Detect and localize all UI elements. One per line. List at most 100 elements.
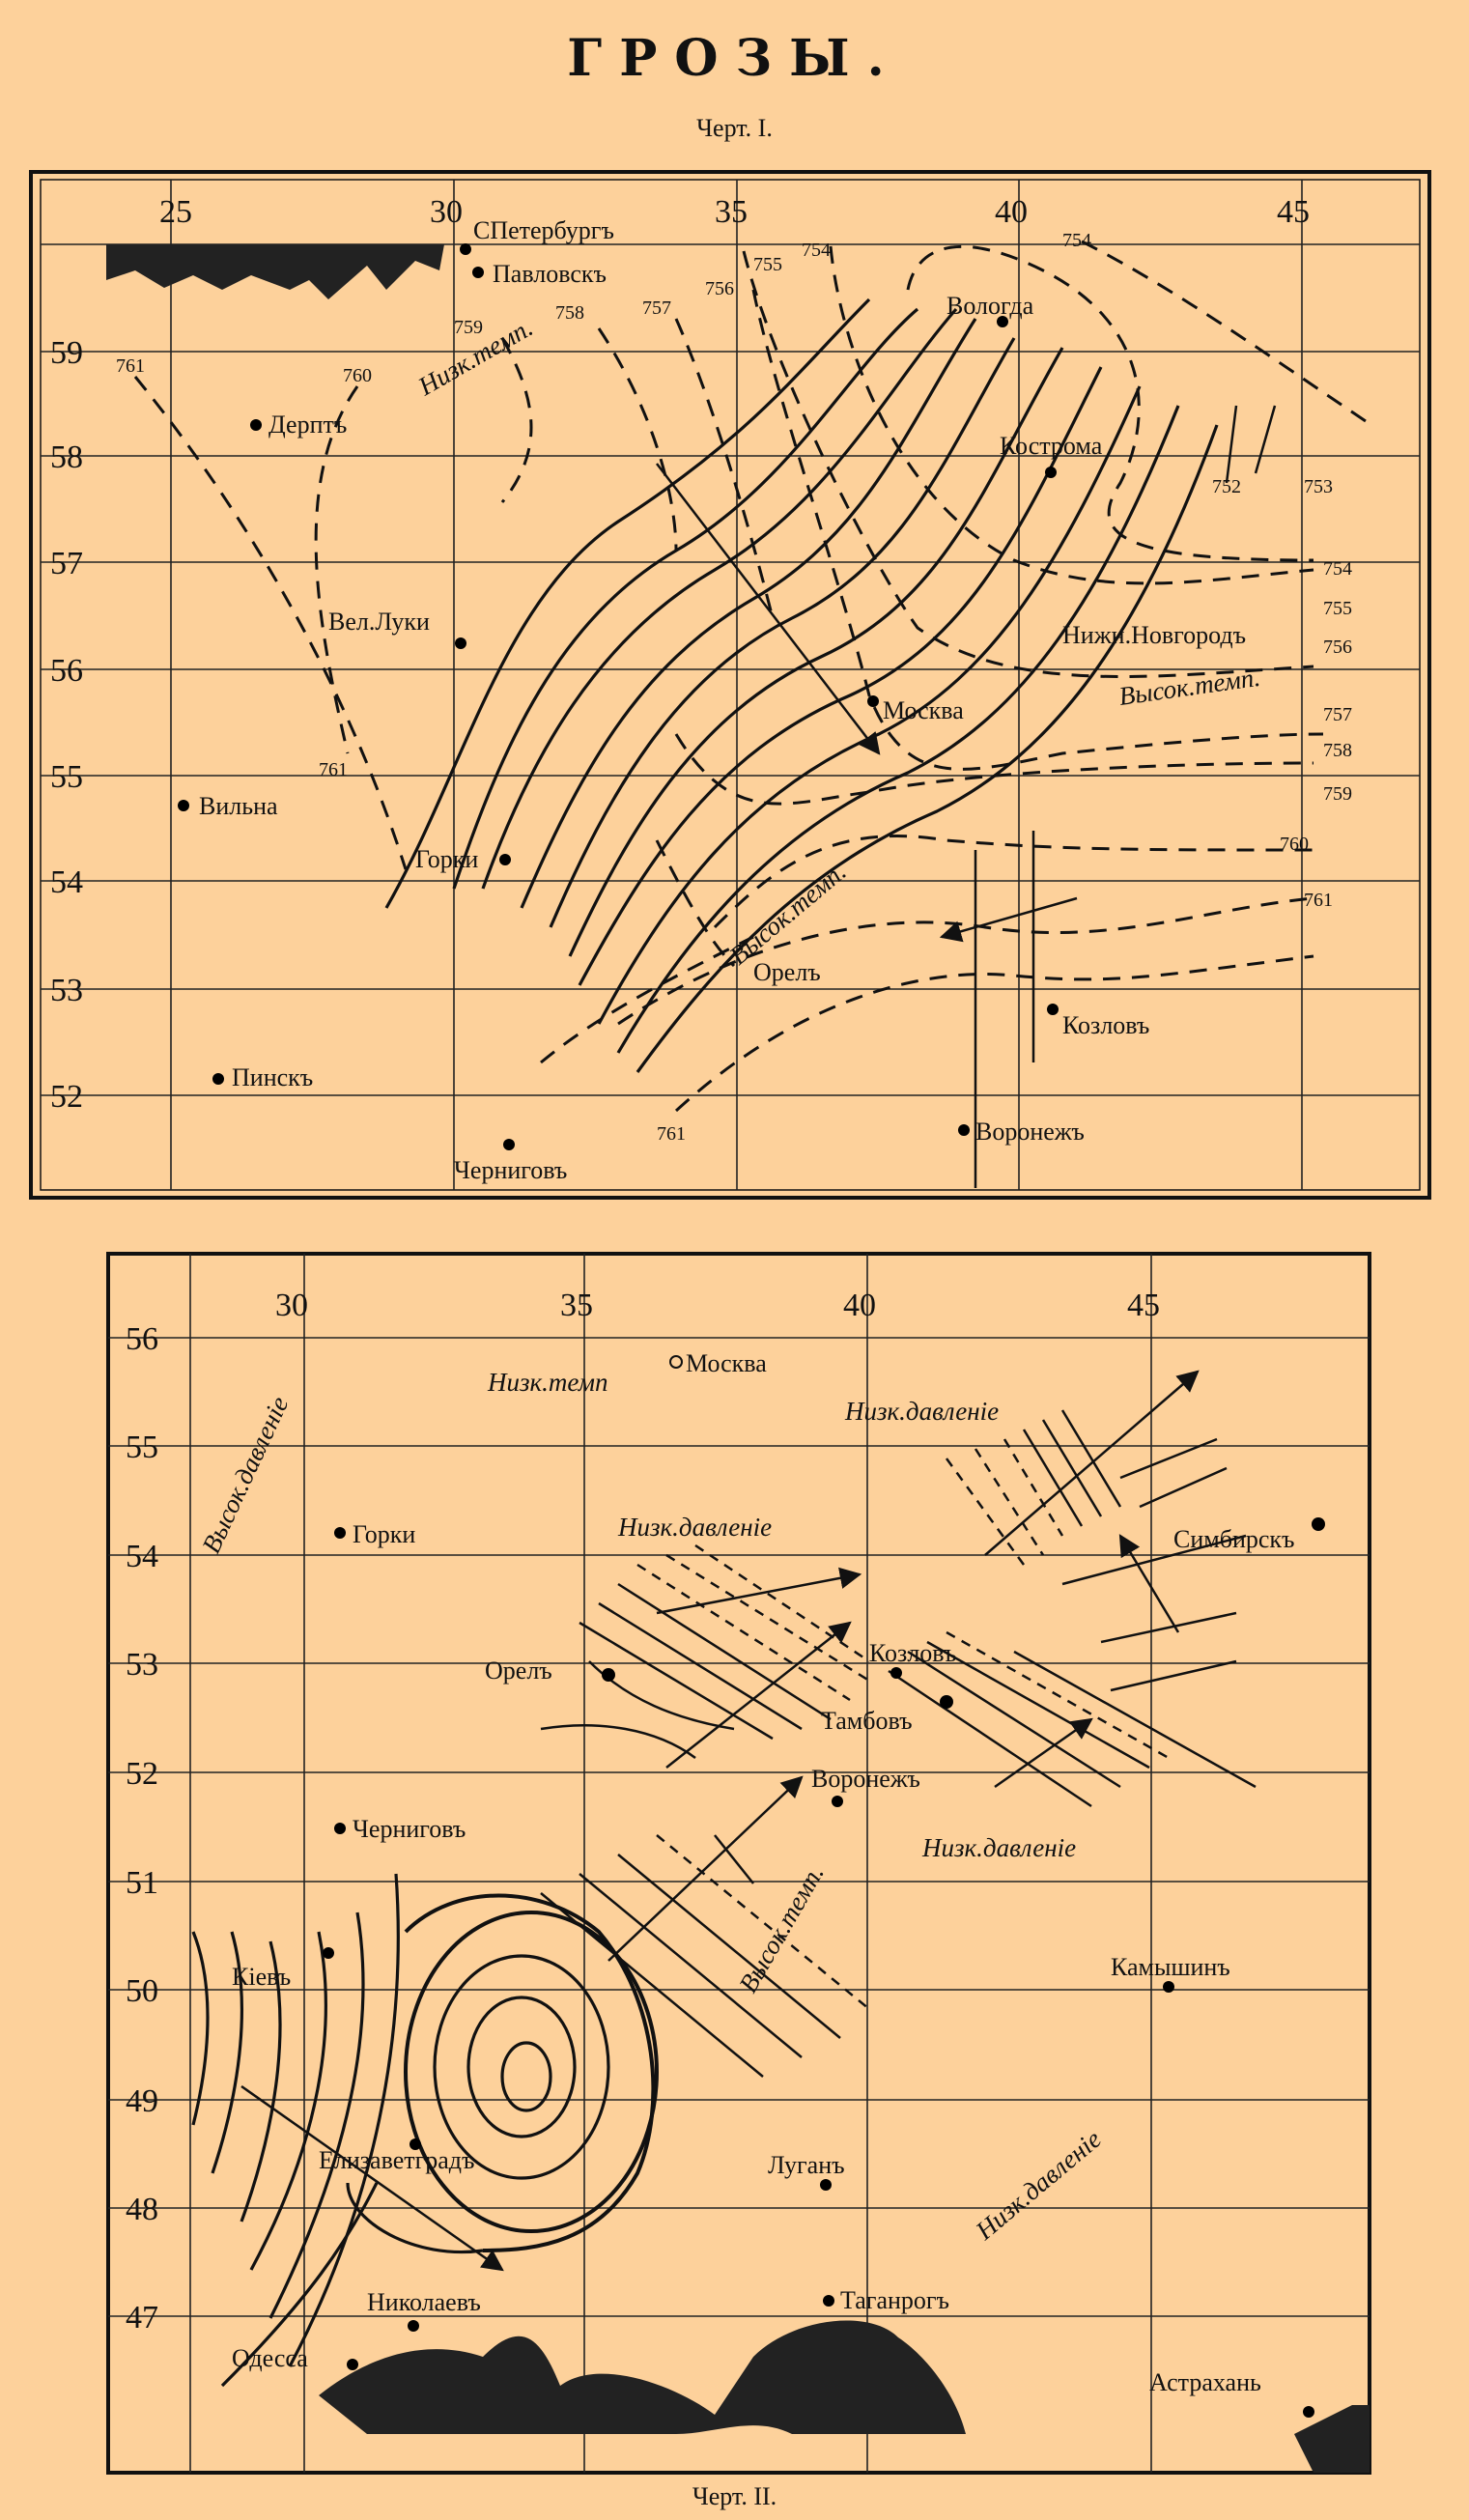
c1-lon-45: 45: [1277, 194, 1310, 230]
c1-city-vilna: Вильна: [199, 792, 278, 820]
c2-city-tambov: Тамбовъ: [821, 1707, 913, 1735]
svg-text:755: 755: [753, 254, 782, 275]
c2-city-moskva: Москва: [686, 1349, 767, 1377]
c2-lat-48: 48: [126, 2192, 158, 2227]
c1-lat-59: 59: [50, 335, 83, 371]
c2-label-vysok-temp: Высок.темп.: [733, 1859, 830, 1997]
svg-text:756: 756: [1323, 637, 1352, 658]
c1-city-vel-luki: Вел.Луки: [328, 608, 430, 636]
svg-text:759: 759: [1323, 783, 1352, 805]
svg-text:761: 761: [116, 355, 145, 377]
c2-city-odessa: Одесса: [232, 2344, 308, 2372]
svg-text:760: 760: [1280, 834, 1309, 855]
caspian-coast: [1294, 2405, 1370, 2473]
svg-text:759: 759: [454, 317, 483, 338]
c2-city-kozlov: Козловъ: [869, 1639, 956, 1667]
chart1-grid: [41, 180, 1420, 1190]
c1-city-pinsk: Пинскъ: [232, 1063, 313, 1091]
chart1-map: 25 30 35 40 45 59 58 57 56 55 54 53 52: [29, 170, 1431, 1200]
c1-city-kostroma: Кострома: [1000, 432, 1103, 460]
c1-lat-58: 58: [50, 439, 83, 475]
chart1-inner-frame: [40, 179, 1421, 1191]
c1-lon-25: 25: [159, 194, 192, 230]
c2-lat-56: 56: [126, 1321, 158, 1357]
c2-label-vysok-davlenie: Высок.давленіе: [196, 1392, 294, 1557]
svg-text:758: 758: [555, 302, 584, 324]
c1-lat-55: 55: [50, 759, 83, 795]
c2-label-nizk-davlenie-1: Низк.давленіе: [844, 1397, 999, 1426]
chart2-rings: [404, 1893, 659, 2252]
c1-city-voronezh: Воронежъ: [975, 1118, 1085, 1146]
chart2-fronts: [191, 1873, 484, 2388]
c1-city-dorpat: Дерптъ: [268, 411, 347, 439]
c2-label-nizk-davlenie-4: Низк.давленіе: [970, 2124, 1107, 2246]
c1-city-gorki: Горки: [415, 845, 478, 873]
svg-text:753: 753: [1304, 476, 1333, 497]
svg-text:757: 757: [1323, 704, 1352, 725]
svg-text:761: 761: [657, 1123, 686, 1145]
c1-city-vologda: Вологда: [946, 292, 1034, 320]
c1-city-nizhn-novgorod: Нижн.Новгородъ: [1062, 621, 1246, 649]
c2-city-nikolaev: Николаевъ: [367, 2288, 481, 2316]
c2-city-orel: Орелъ: [485, 1656, 552, 1685]
c2-lon-35: 35: [560, 1288, 593, 1323]
c1-city-chernigov: Черниговъ: [454, 1156, 567, 1184]
c2-label-nizk-davlenie-2: Низк.давленіе: [617, 1513, 772, 1542]
c1-city-moskva: Москва: [883, 696, 964, 724]
c2-label-nizk-temp: Низк.темп: [487, 1368, 607, 1397]
c2-lon-45: 45: [1127, 1288, 1160, 1323]
c1-arrow-1: [656, 463, 881, 755]
c1-lon-30: 30: [430, 194, 463, 230]
svg-text:760: 760: [343, 365, 372, 386]
svg-text:755: 755: [1323, 598, 1352, 619]
c2-lat-55: 55: [126, 1430, 158, 1465]
svg-text:761: 761: [319, 759, 348, 780]
c1-arrow-2: [939, 896, 1078, 943]
c2-city-kiev: Кіевъ: [232, 1963, 291, 1991]
c1-lat-53: 53: [50, 973, 83, 1008]
chart2-grid: [108, 1254, 1370, 2473]
chart1-city-dots: [178, 243, 1059, 1150]
svg-text:754: 754: [1062, 230, 1091, 251]
c1-lat-57: 57: [50, 546, 83, 581]
c2-lat-50: 50: [126, 1973, 158, 2009]
chart1-caption: Черт. I.: [696, 114, 773, 142]
c2-city-gorki: Горки: [353, 1520, 415, 1548]
c2-lat-49: 49: [126, 2083, 158, 2119]
c2-city-chernigov: Черниговъ: [353, 1815, 466, 1843]
c1-lat-54: 54: [50, 864, 83, 900]
c2-lat-51: 51: [126, 1865, 158, 1901]
c2-lat-47: 47: [126, 2300, 158, 2336]
gulf-of-finland: [106, 244, 444, 299]
c2-lat-53: 53: [126, 1647, 158, 1683]
c2-lon-30: 30: [275, 1288, 308, 1323]
chart1-isobar-values: 761 760 759 758 757 756 755 754 754 755 …: [116, 230, 1352, 1145]
c1-city-kozlov: Козловъ: [1062, 1011, 1149, 1039]
svg-text:754: 754: [1323, 558, 1352, 580]
chart2-arrows: [240, 1370, 1200, 2272]
chart2-ne-fronts: [540, 1409, 1257, 2078]
c1-lat-56: 56: [50, 653, 83, 689]
svg-text:758: 758: [1323, 740, 1352, 761]
c1-lon-35: 35: [715, 194, 748, 230]
c1-label-vysok-temp-2: Высок.темп.: [724, 857, 852, 971]
svg-text:757: 757: [642, 297, 671, 319]
c1-lat-52: 52: [50, 1079, 83, 1115]
c1-city-pavlovsk: Павловскъ: [493, 260, 607, 288]
c2-city-taganrog: Таганрогъ: [840, 2286, 949, 2314]
c2-city-astrakhan: Астрахань: [1149, 2368, 1261, 2396]
c2-lon-40: 40: [843, 1288, 876, 1323]
chart2-map: 30 35 40 45 56 55 54 53 52 51 50 49 48 4…: [106, 1252, 1371, 2475]
svg-text:754: 754: [802, 240, 831, 261]
chart2-caption: Черт. II.: [692, 2482, 777, 2510]
c2-lat-52: 52: [126, 1756, 158, 1792]
c2-city-elizavetgrad: Елизаветградъ: [319, 2146, 474, 2174]
c2-city-simbirsk: Симбирскъ: [1173, 1525, 1294, 1553]
black-sea-coast: [319, 2320, 966, 2434]
c2-city-kamyshin: Камышинъ: [1111, 1953, 1230, 1981]
c2-city-lugan: Луганъ: [768, 2151, 845, 2179]
c2-label-nizk-davlenie-3: Низк.давленіе: [921, 1833, 1076, 1862]
svg-text:756: 756: [705, 278, 734, 299]
c1-city-spb: СПетербургъ: [473, 216, 614, 244]
